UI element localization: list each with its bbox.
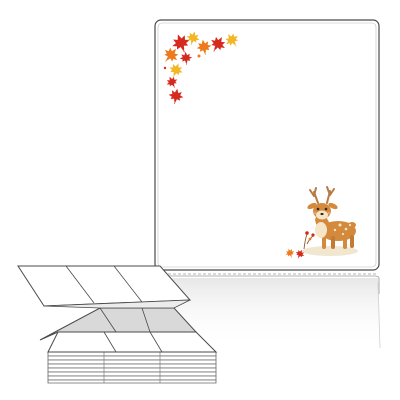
stack-top [47,331,218,353]
deer-illustration-icon [302,186,358,256]
ground-shadow [302,246,358,256]
maple-leaf-cluster-icon [159,30,242,106]
fanfold-label-stack-icon [17,265,218,384]
label-inner-border [157,22,377,268]
autumn-plant-icon [284,231,315,261]
reflection-edge [377,281,381,349]
stack-layers [47,351,217,384]
unfolded-sheet [17,265,192,307]
folded-sheet [39,307,198,341]
